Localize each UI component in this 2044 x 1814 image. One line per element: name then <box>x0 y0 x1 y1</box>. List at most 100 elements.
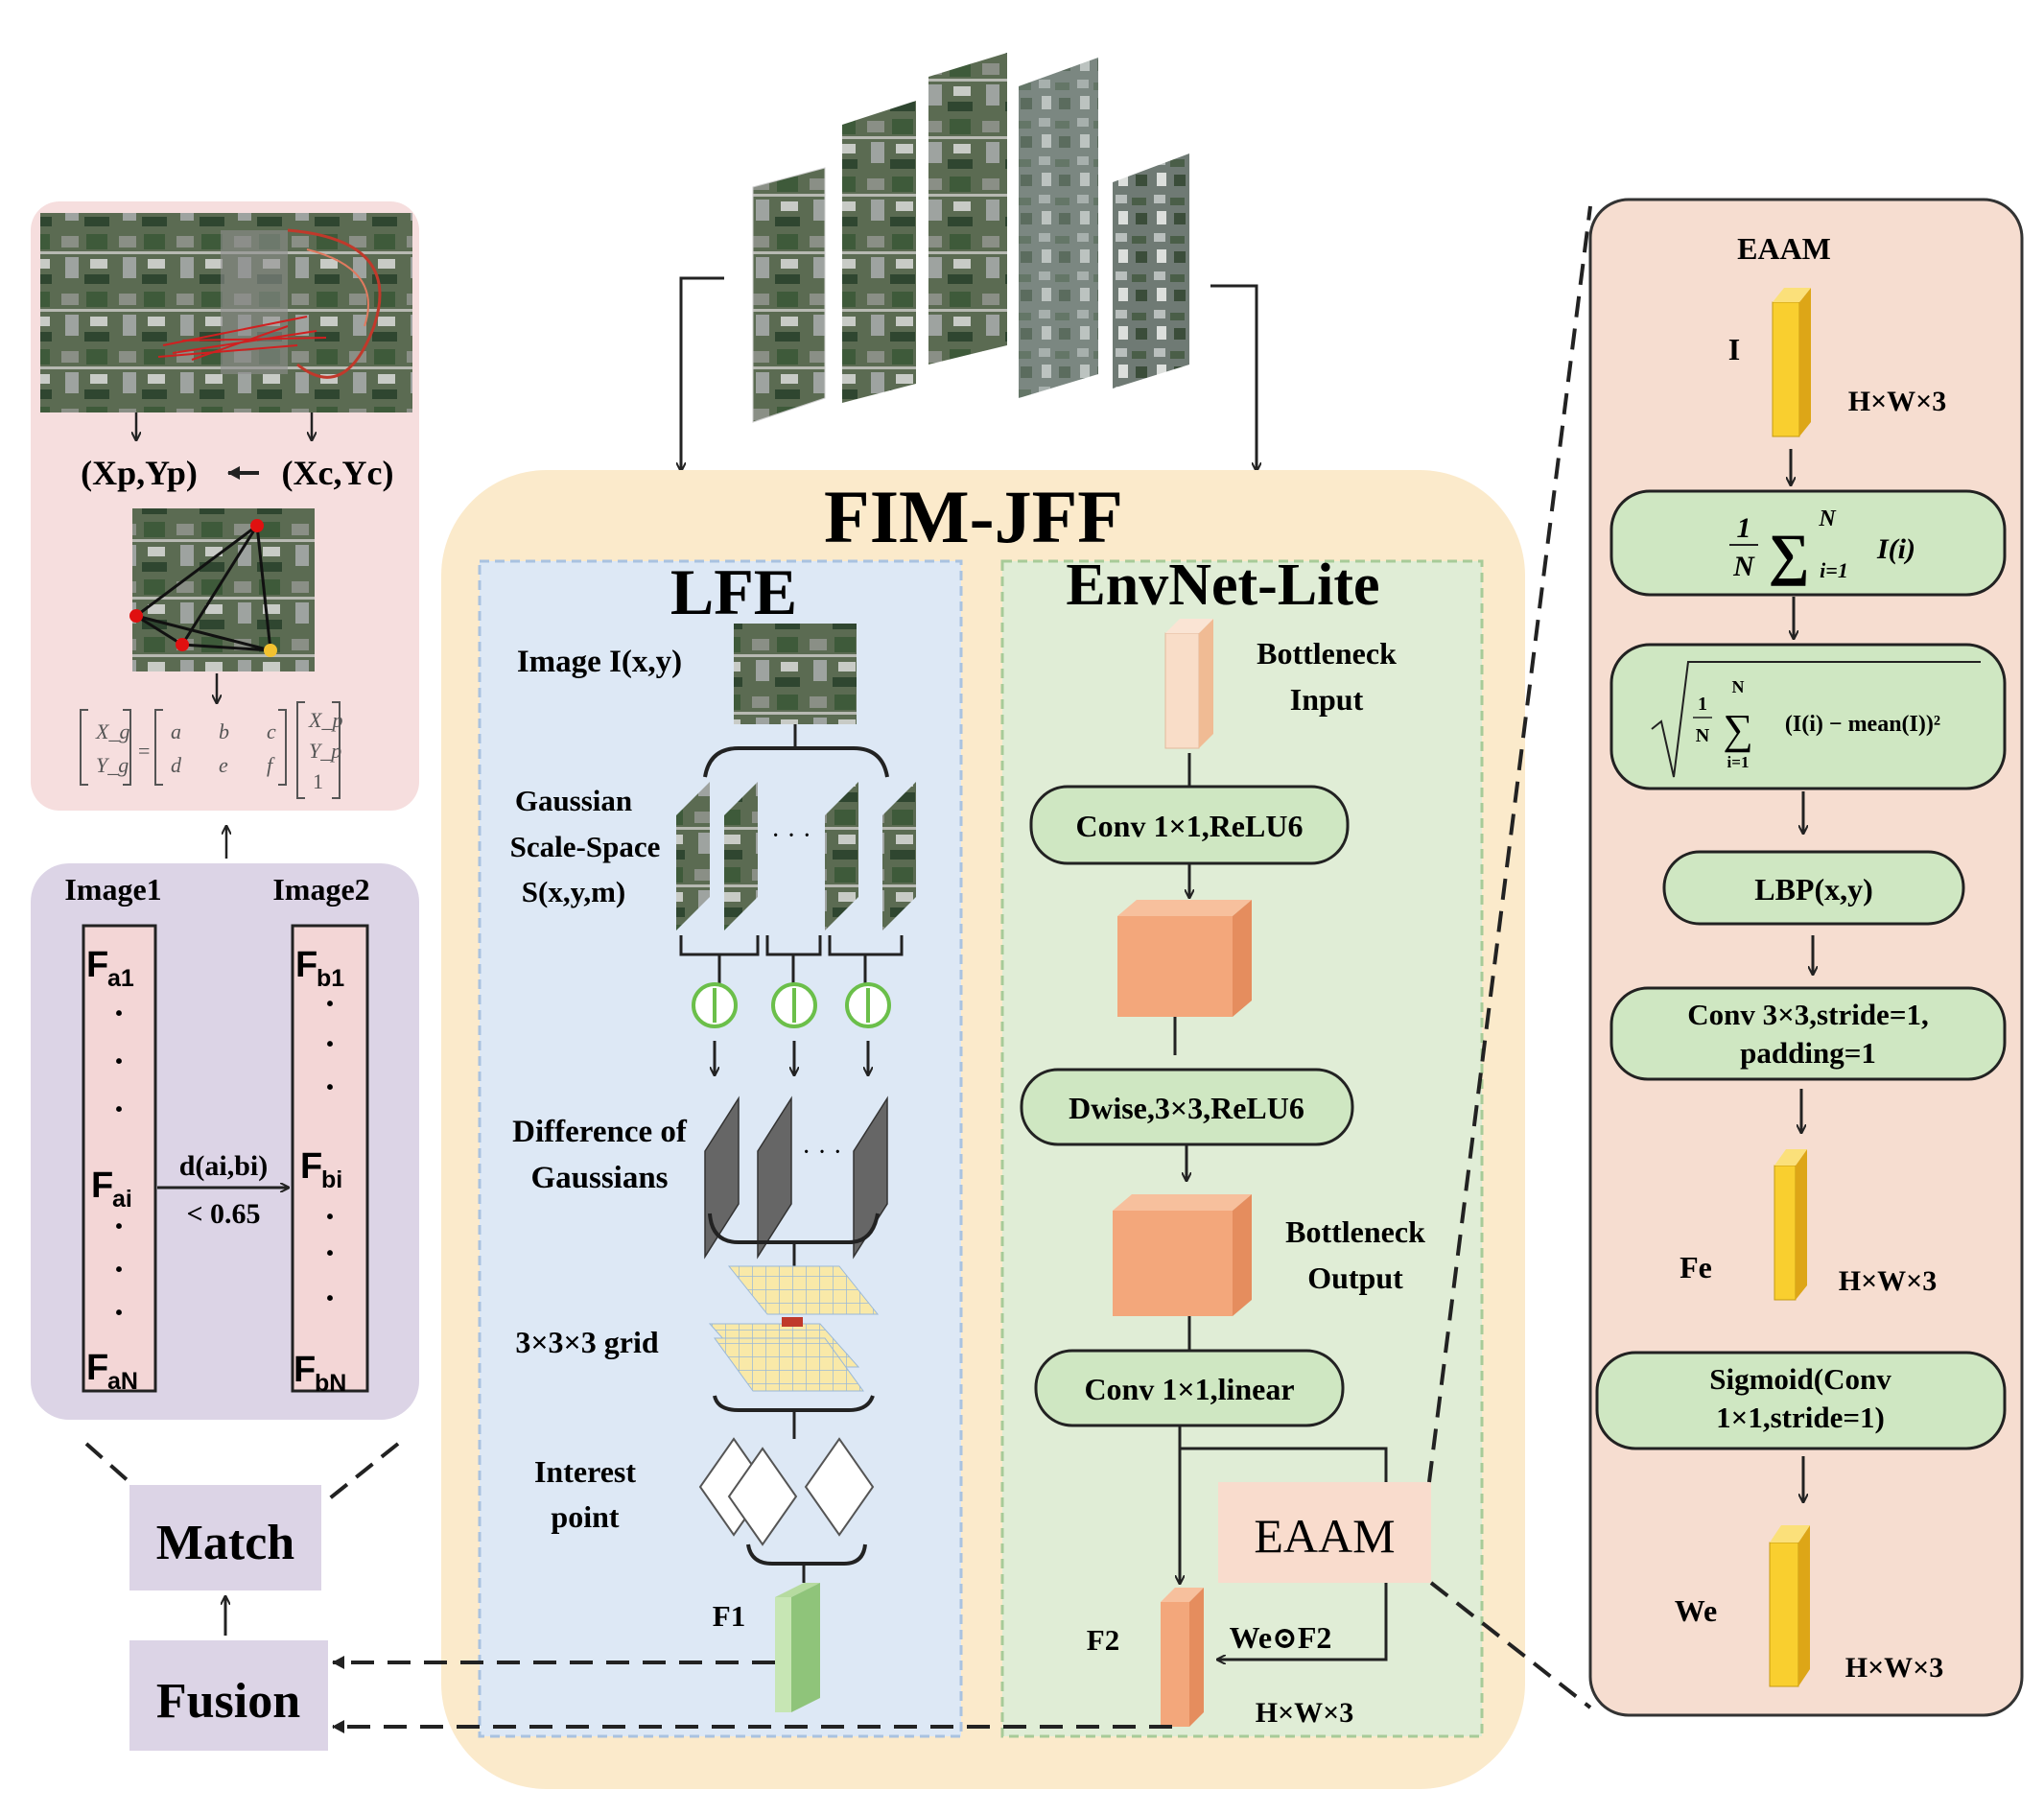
fe-label: Fe <box>1680 1250 1712 1284</box>
svg-text:·: · <box>113 1090 125 1128</box>
svg-text:N: N <box>1818 507 1837 531</box>
dog-label-1: Difference of <box>512 1115 688 1149</box>
dog-ellipsis: · · · <box>802 1138 842 1167</box>
svg-text:Y_p: Y_p <box>309 739 341 763</box>
sigmoid-label-2: 1×1,stride=1) <box>1716 1401 1885 1434</box>
svg-text:·: · <box>324 1068 336 1106</box>
f1-label: F1 <box>713 1599 745 1633</box>
fe-dims: H×W×3 <box>1839 1265 1938 1297</box>
feature-list-b <box>291 924 369 1393</box>
svg-text:F: F <box>294 1350 316 1390</box>
coords-p: (Xp,Yp) <box>81 454 198 492</box>
we-dims: H×W×3 <box>1845 1652 1944 1684</box>
lfe-image-label: Image I(x,y) <box>517 645 682 679</box>
svg-text:·: · <box>324 1279 336 1317</box>
subtract-nodes <box>692 982 891 1028</box>
svg-text:(I(i) − mean(I))²: (I(i) − mean(I))² <box>1785 712 1940 737</box>
svg-text:i=1: i=1 <box>1727 753 1750 771</box>
f2-label: F2 <box>1087 1623 1119 1657</box>
f1-feature-block <box>775 1583 820 1712</box>
svg-text:aN: aN <box>107 1368 138 1395</box>
coords-c: (Xc,Yc) <box>282 454 394 492</box>
zoom-line-bottom <box>1429 1581 1592 1709</box>
svg-text:d: d <box>171 753 182 777</box>
we-label: We <box>1675 1593 1717 1628</box>
image2-label: Image2 <box>272 872 369 907</box>
eaam-box <box>1218 1482 1431 1583</box>
svg-text:b1: b1 <box>317 965 344 992</box>
keypoint-triangle-image <box>129 508 315 671</box>
expansion-block <box>1117 900 1252 1017</box>
svg-text:1: 1 <box>1737 512 1751 544</box>
svg-text:F: F <box>86 945 108 985</box>
svg-text:ai: ai <box>112 1186 132 1213</box>
match-box <box>129 1485 321 1590</box>
bottleneck-input-2: Input <box>1290 682 1364 717</box>
interest-label-2: point <box>551 1499 619 1534</box>
svg-text:i=1: i=1 <box>1820 558 1848 582</box>
lfe-title: LFE <box>670 555 797 628</box>
svg-text:N: N <box>1732 677 1745 696</box>
fusion-label: Fusion <box>156 1674 300 1729</box>
svg-text:1: 1 <box>313 769 323 793</box>
svg-text:F: F <box>300 1146 322 1187</box>
distance-label: d(ai,bi) <box>179 1150 269 1182</box>
feature-b-labels: F b1 F bi F bN <box>294 945 346 1397</box>
conv-linear-label: Conv 1×1,linear <box>1084 1372 1294 1406</box>
lfe-input-image <box>734 624 857 724</box>
svg-text:·: · <box>324 1197 336 1236</box>
bottleneck-input-block <box>1164 619 1213 749</box>
svg-text:·: · <box>113 994 125 1032</box>
lfe-brace-top <box>703 746 889 778</box>
eaam-input-block <box>1772 288 1811 437</box>
eaam-box-label: EAAM <box>1254 1509 1395 1563</box>
feature-a-labels: F a1 F ai F aN <box>86 945 138 1395</box>
svg-text:F: F <box>91 1166 113 1206</box>
gaussian-label-1: Gaussian <box>515 784 632 817</box>
conv-linear-box <box>1034 1349 1345 1427</box>
bottleneck-output-1: Bottleneck <box>1285 1214 1425 1249</box>
fimjff-title: FIM-JFF <box>824 475 1123 558</box>
f2-dims: H×W×3 <box>1256 1697 1354 1729</box>
svg-text:·: · <box>324 1025 336 1063</box>
conv3-box <box>1609 986 2007 1081</box>
svg-text:·: · <box>113 1207 125 1245</box>
svg-text:N: N <box>1696 725 1710 746</box>
svg-text:N: N <box>1732 551 1755 582</box>
mean-formula-box <box>1609 489 2007 597</box>
svg-text:F: F <box>295 945 317 985</box>
svg-text:1: 1 <box>1698 694 1707 715</box>
match-label: Match <box>156 1516 294 1570</box>
we-f2-label: We⊙F2 <box>1230 1620 1332 1655</box>
svg-text:∑: ∑ <box>1769 523 1810 586</box>
eaam-input-dims: H×W×3 <box>1848 386 1947 417</box>
feature-list-a <box>82 924 157 1393</box>
stack-to-envnet-arrow <box>1210 284 1257 470</box>
svg-text:·: · <box>113 1293 125 1331</box>
svg-text:Y_g: Y_g <box>96 753 129 777</box>
svg-text:I(i): I(i) <box>1876 533 1915 565</box>
grid-label: 3×3×3 grid <box>515 1325 659 1359</box>
gaussian-images <box>676 782 916 931</box>
svg-text:∑: ∑ <box>1723 706 1752 753</box>
svg-text:=: = <box>138 739 150 763</box>
f2-feature-block <box>1161 1588 1204 1727</box>
svg-text:c: c <box>267 719 276 743</box>
we-block <box>1769 1525 1810 1687</box>
stack-to-lfe-arrow <box>681 276 724 470</box>
gaussian-label-3: S(x,y,m) <box>522 875 626 908</box>
interest-point-patches <box>698 1437 875 1546</box>
registered-image <box>40 213 412 412</box>
fusion-box <box>129 1640 328 1751</box>
fe-block <box>1774 1149 1807 1301</box>
std-formula: 1 N ∑ N i=1 (I(i) − mean(I))² <box>1651 661 1981 778</box>
mean-formula: 1 N ∑ N i=1 I(i) <box>1729 507 1915 586</box>
svg-text:X_g: X_g <box>95 719 129 743</box>
zoom-line-top <box>1427 205 1592 1483</box>
svg-text:·: · <box>324 1234 336 1272</box>
bottleneck-input-1: Bottleneck <box>1257 636 1397 671</box>
svg-text:a1: a1 <box>107 965 134 992</box>
bottleneck-output-block <box>1113 1194 1252 1316</box>
interest-label-1: Interest <box>534 1454 636 1489</box>
